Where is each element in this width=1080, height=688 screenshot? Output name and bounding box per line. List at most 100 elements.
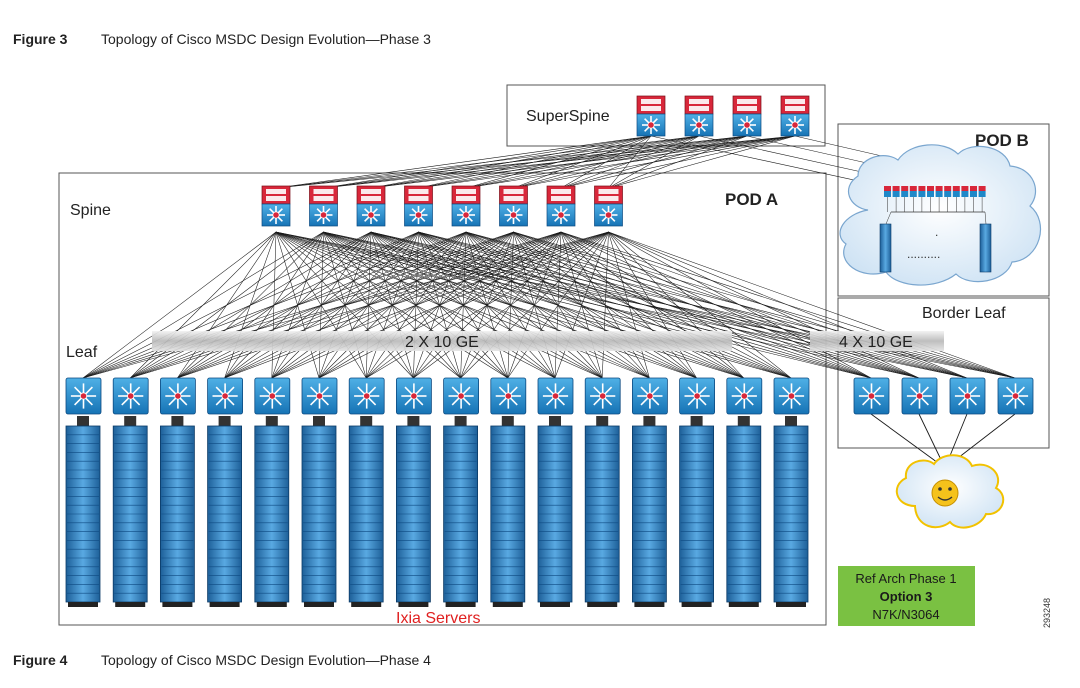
pod-b-mini-spine — [909, 186, 917, 197]
spine-switch-1 — [261, 185, 291, 227]
leaf-switch-11 — [537, 377, 574, 415]
ref-arch-box — [838, 566, 975, 626]
ref-line1: Ref Arch Phase 1 — [855, 571, 956, 586]
server-rack-7 — [348, 416, 384, 607]
pod-b-mini-spine — [961, 186, 969, 197]
spine-switch-2 — [309, 185, 338, 227]
pod-b-mini-spine — [952, 186, 960, 197]
pod-b-mini-spine — [935, 186, 943, 197]
leaf-switch-5 — [254, 377, 291, 415]
pod-b-box — [837, 123, 1050, 297]
superspine-devices — [636, 95, 810, 137]
pod-b-mini-spines — [884, 186, 987, 225]
figure-4-label: Figure 4 — [13, 652, 68, 668]
pod-b-mini-spine — [970, 186, 977, 197]
figure-3-caption: Figure 3 Topology of Cisco MSDC Design Ev… — [13, 31, 431, 47]
superspine-switch-3 — [732, 95, 762, 137]
leaf-devices — [65, 377, 810, 415]
leaf-switch-15 — [726, 377, 763, 415]
smiley-icon — [931, 479, 959, 507]
pod-a-box — [58, 172, 827, 626]
link-bar-a — [152, 331, 732, 351]
leaf-switch-16 — [773, 377, 810, 415]
leaf-switch-3 — [159, 377, 196, 415]
leaf-switch-1 — [65, 377, 102, 415]
server-rack-12 — [584, 416, 620, 607]
server-rack-9 — [443, 416, 479, 607]
border-leaf-switch-2 — [901, 377, 938, 415]
figure-4-caption: Figure 4 Topology of Cisco MSDC Design Ev… — [13, 652, 431, 668]
spine-switch-7 — [546, 185, 576, 227]
superspine-switch-4 — [780, 95, 810, 137]
server-rack-16 — [773, 416, 809, 607]
leaf-switch-2 — [112, 377, 149, 415]
spine-switch-5 — [451, 185, 481, 227]
spine-devices — [261, 185, 623, 227]
link-lines — [82, 135, 1030, 469]
server-rack-10 — [490, 416, 526, 607]
server-rack-1 — [65, 416, 101, 607]
leaf-switch-13 — [632, 377, 668, 415]
pod-b-cloud: .......... . — [839, 144, 1041, 286]
server-rack-6 — [301, 416, 337, 607]
pod-b-leaf-right — [979, 223, 992, 273]
leaf-switch-12 — [584, 377, 621, 415]
spine-switch-3 — [356, 185, 386, 227]
leaf-switch-14 — [679, 377, 715, 415]
leaf-switch-10 — [490, 377, 527, 415]
border-leaf-box — [837, 297, 1050, 449]
server-rack-3 — [159, 416, 195, 607]
superspine-label: SuperSpine — [526, 108, 610, 125]
border-leaf-devices — [853, 377, 1034, 415]
border-leaf-label: Border Leaf — [922, 305, 1006, 322]
server-racks — [65, 416, 809, 607]
border-leaf-switch-1 — [853, 377, 890, 415]
pod-b-mini-spine — [927, 186, 934, 197]
figure-4-title: Topology of Cisco MSDC Design Evolution—… — [101, 652, 431, 668]
ixia-servers-label: Ixia Servers — [396, 610, 480, 627]
server-rack-14 — [679, 416, 714, 607]
pod-b-ellipsis: .......... — [907, 247, 940, 261]
link-bar-b — [810, 331, 944, 351]
pod-b-dots: . — [935, 225, 938, 239]
spine-label: Spine — [70, 202, 111, 219]
pod-b-leaf-left — [879, 223, 892, 273]
spine-switch-4 — [404, 185, 433, 227]
pod-b-mini-spine — [892, 186, 900, 197]
pod-b-mini-spine — [978, 186, 986, 197]
server-rack-5 — [254, 416, 290, 607]
server-rack-2 — [112, 416, 148, 607]
spine-switch-6 — [499, 185, 528, 227]
internet-cloud — [895, 454, 1005, 529]
spine-switch-8 — [594, 185, 623, 227]
pod-b-mini-spine — [901, 186, 909, 197]
pod-b-label: POD B — [975, 131, 1029, 150]
leaf-switch-7 — [348, 377, 385, 415]
figure-3-title: Topology of Cisco MSDC Design Evolution—… — [101, 31, 431, 47]
leaf-switch-9 — [443, 377, 480, 415]
border-leaf-switch-3 — [949, 377, 986, 415]
superspine-switch-1 — [636, 95, 666, 137]
link-a-label: 2 X 10 GE — [405, 334, 479, 351]
border-leaf-switch-4 — [997, 377, 1034, 415]
server-rack-13 — [632, 416, 667, 607]
server-rack-15 — [726, 416, 762, 607]
leaf-switch-4 — [207, 377, 244, 415]
server-rack-8 — [395, 416, 431, 607]
server-rack-4 — [207, 416, 243, 607]
leaf-switch-6 — [301, 377, 338, 415]
pod-a-label: POD A — [725, 190, 778, 209]
pod-b-mini-spine — [944, 186, 952, 197]
server-rack-11 — [537, 416, 573, 607]
pod-b-mini-spine — [918, 186, 926, 197]
leaf-switch-8 — [395, 377, 432, 415]
figure-3-label: Figure 3 — [13, 31, 68, 47]
ref-line3: N7K/N3064 — [872, 607, 939, 622]
figure-id: 293248 — [1042, 598, 1052, 628]
pod-b-mini-spine — [884, 186, 891, 197]
link-b-label: 4 X 10 GE — [839, 334, 913, 351]
superspine-switch-2 — [684, 95, 714, 137]
ref-line2: Option 3 — [880, 589, 933, 604]
leaf-label: Leaf — [66, 344, 98, 361]
